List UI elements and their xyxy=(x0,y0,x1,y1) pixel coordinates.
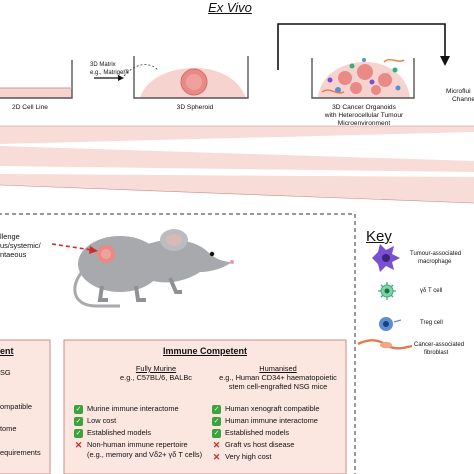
gamma-delta-t-cell-icon xyxy=(378,282,396,300)
murine-item: ✓ Low cost xyxy=(74,416,116,426)
arrow-to-spheroid-head xyxy=(118,75,124,81)
mouse-illustration xyxy=(73,229,234,308)
murine-item: ✓ Murine immune interactome xyxy=(74,404,179,414)
humanised-item-text: Very high cost xyxy=(225,452,272,461)
immunodeficient-item-2: ompatible xyxy=(0,402,33,411)
microfluidic-label-2: Channe xyxy=(452,96,474,103)
progression-wedge-1 xyxy=(0,126,474,144)
cross-icon: ✕ xyxy=(212,451,221,462)
microfluidic-label-1: Microflui xyxy=(446,88,471,95)
macrophage-icon xyxy=(372,244,400,272)
matrix-dashed-arrow xyxy=(123,64,159,77)
ex-vivo-title: Ex Vivo xyxy=(208,0,252,15)
key-label-treg: Treg cell xyxy=(420,320,443,326)
key-label-fibroblast-2: fibroblast xyxy=(424,350,449,356)
bracket-arrow xyxy=(277,23,446,70)
organoid-label-1: 3D Cancer Organoids xyxy=(332,104,396,111)
humanised-title: Humanised xyxy=(259,364,297,373)
humanised-item: ✕ Graft vs host disease xyxy=(212,439,295,450)
cell-line-dish xyxy=(0,60,73,99)
key-label-gd-t-cell: γδ T cell xyxy=(420,288,443,294)
check-icon: ✓ xyxy=(212,416,221,426)
murine-item-note: (e.g., memory and Vδ2+ γδ T cells) xyxy=(87,450,202,459)
humanised-item: ✓ Established models xyxy=(212,428,289,438)
key-label-macrophage-2: macrophage xyxy=(418,259,452,265)
murine-item: ✕ Non-human immune repertoire xyxy=(74,440,188,450)
check-icon: ✓ xyxy=(74,404,83,414)
humanised-item-text: Human xenograft compatible xyxy=(225,404,320,413)
immunodeficient-item-4: equirements xyxy=(0,448,41,457)
humanised-example-1: e.g., Human CD34+ haematopoietic xyxy=(219,373,337,382)
check-icon: ✓ xyxy=(212,428,221,438)
challenge-label-1: llenge xyxy=(0,232,20,241)
fibroblast-icon xyxy=(357,339,413,350)
humanised-item-text: Graft vs host disease xyxy=(225,440,295,449)
fully-murine-title: Fully Murine xyxy=(135,364,177,373)
fully-murine-example: e.g., C57BL/6, BALBc xyxy=(120,373,192,382)
immunodeficient-header: ent xyxy=(0,346,14,356)
matrix-example: e.g., Matrigel® xyxy=(90,70,130,76)
humanised-item-text: Established models xyxy=(225,428,290,437)
humanised-item: ✓ Human xenograft compatible xyxy=(212,404,320,414)
cell-line-label: 2D Cell Line xyxy=(12,104,48,111)
humanised-example-2: stem cell-engrafted NSG mice xyxy=(228,382,328,391)
murine-item-text: Low cost xyxy=(87,416,117,425)
spheroid-dish xyxy=(133,56,249,99)
cross-icon: ✕ xyxy=(212,439,221,450)
murine-item-text: Established models xyxy=(87,428,152,437)
immune-competent-panel xyxy=(63,339,347,474)
progression-wedge-3 xyxy=(0,174,474,203)
immunodeficient-item-1: SG xyxy=(0,368,11,377)
check-icon: ✓ xyxy=(74,428,83,438)
challenge-arrow-head xyxy=(89,246,98,254)
check-icon: ✓ xyxy=(74,416,83,426)
challenge-label-2: us/systemic/ xyxy=(0,241,41,250)
immunodeficient-panel xyxy=(0,339,51,474)
spheroid-label: 3D Spheroid xyxy=(176,104,214,111)
treg-cell-icon xyxy=(379,317,402,331)
murine-item-text: Murine immune interactome xyxy=(87,404,179,413)
murine-item: ✓ Established models xyxy=(74,428,151,438)
in-vivo-dashed-box xyxy=(0,213,356,474)
challenge-label-3: ntaeous xyxy=(0,250,27,259)
cross-icon: ✕ xyxy=(74,439,83,450)
bracket-arrow-head xyxy=(440,56,450,66)
key-label-fibroblast-1: Cancer-associated xyxy=(414,342,465,348)
organoid-dish xyxy=(311,58,415,99)
key-label-macrophage-1: Tumour-associated xyxy=(410,251,462,257)
check-icon: ✓ xyxy=(212,404,221,414)
progression-wedge-2 xyxy=(0,146,474,172)
immunodeficient-item-3: tome xyxy=(0,424,17,433)
murine-item-text: (e.g., memory and Vδ2+ γδ T cells) xyxy=(87,450,203,459)
organoid-label-2: with Heterocellular Tumour xyxy=(324,112,404,119)
humanised-item: ✕ Very high cost xyxy=(212,451,272,462)
matrix-label: 3D Matrix xyxy=(90,62,116,68)
organoid-label-3: Microenvironment xyxy=(337,120,391,127)
humanised-item: ✓ Human immune interactome xyxy=(212,416,318,426)
key-title: Key xyxy=(366,228,392,245)
humanised-item-text: Human immune interactome xyxy=(225,416,318,425)
murine-item-text: Non-human immune repertoire xyxy=(87,440,188,449)
immune-competent-header: Immune Competent xyxy=(162,346,247,356)
